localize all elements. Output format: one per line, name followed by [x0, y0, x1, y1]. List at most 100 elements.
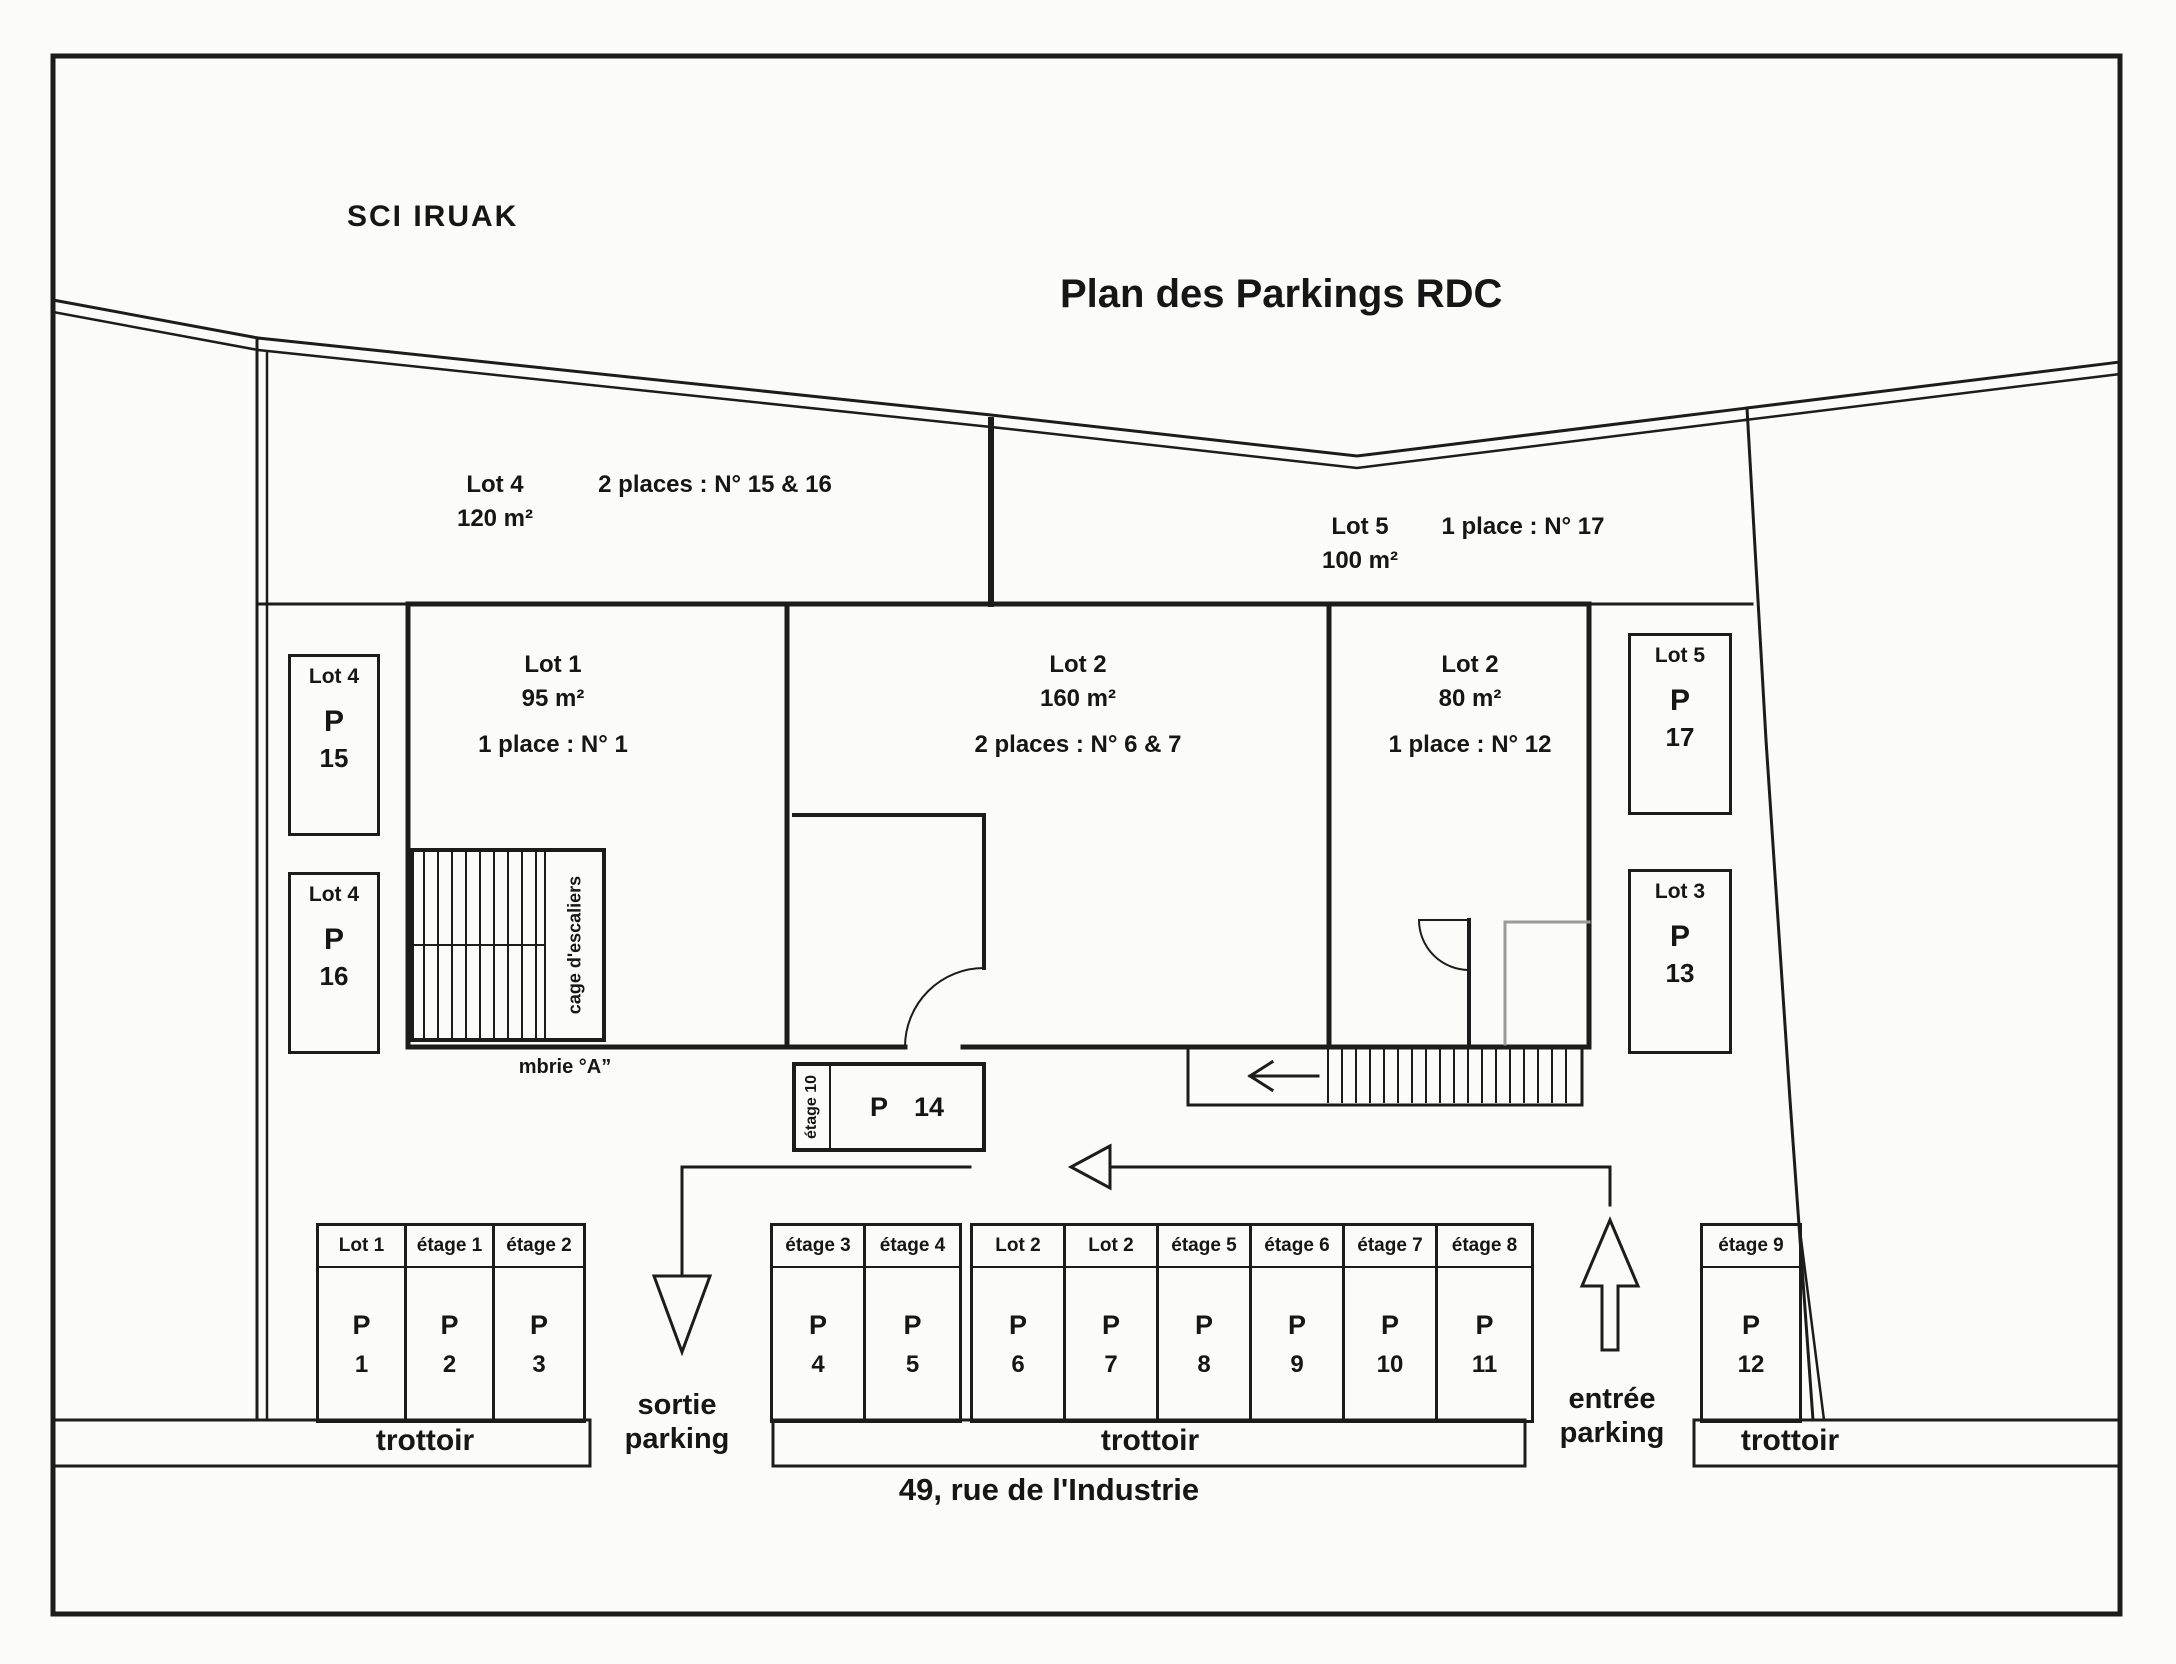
stall-p: P: [1008, 1309, 1027, 1340]
box-lot-label: Lot 5: [1654, 644, 1706, 667]
parking-box-p17: Lot 5 P 17: [1628, 633, 1732, 815]
parking-stall: étage 2 P 3: [495, 1226, 583, 1420]
stall-number: 2: [442, 1350, 457, 1378]
lane-left-arrow-icon: [1067, 1143, 1112, 1191]
stall-label: Lot 2: [1066, 1226, 1156, 1268]
stall-label: Lot 2: [973, 1226, 1063, 1268]
zone-lot5-places: 1 place : N° 17: [1441, 513, 1605, 540]
stairwell: [410, 848, 606, 1042]
stall-number: 12: [1737, 1350, 1765, 1378]
stall-label: étage 5: [1159, 1226, 1249, 1268]
parking-box-p14: P 14: [830, 1064, 984, 1150]
stall-p: P: [903, 1309, 922, 1340]
stall-group-left: Lot 1 P 1 étage 1 P 2 étage 2 P 3: [316, 1223, 586, 1423]
stall-group-center-b: Lot 2 P 6 Lot 2 P 7 étage 5 P 8 étage 6 …: [970, 1223, 1534, 1423]
parking-stall: Lot 1 P 1: [319, 1226, 407, 1420]
box-p-label: P: [323, 923, 344, 956]
lane-line-right: [1108, 1165, 1612, 1207]
zone-area: 100 m²: [1321, 547, 1399, 574]
box-p-label: P: [869, 1091, 888, 1122]
stall-p: P: [1380, 1309, 1399, 1340]
lane-arrows: [651, 1143, 1641, 1357]
box-lot-label: Lot 4: [308, 883, 360, 906]
entrance-arrow-icon: [1579, 1216, 1641, 1352]
zone-area: 95 m²: [521, 685, 585, 712]
parking-box-p15: Lot 4 P 15: [288, 654, 380, 836]
stall-label: étage 3: [773, 1226, 863, 1268]
zone-lot2-center: Lot 2 160 m² 2 places : N° 6 & 7: [938, 648, 1218, 762]
box-p-label: P: [1669, 684, 1690, 717]
stall-label: étage 2: [495, 1226, 583, 1268]
parking-stall: étage 1 P 2: [407, 1226, 495, 1420]
exit-arrow-icon: [651, 1274, 713, 1357]
entrance-label-line2: parking: [1559, 1417, 1665, 1449]
box-p-label: P: [1669, 920, 1690, 953]
stall-label: Lot 1: [319, 1226, 404, 1268]
parking-stall: étage 6 P 9: [1252, 1226, 1345, 1420]
zone-name: Lot 2: [1441, 651, 1499, 678]
stall-p: P: [440, 1309, 459, 1340]
stall-group-center-a: étage 3 P 4 étage 4 P 5: [770, 1223, 962, 1423]
stall-p: P: [1101, 1309, 1120, 1340]
stall-p: P: [352, 1309, 371, 1340]
box-lot-label: Lot 3: [1654, 880, 1706, 903]
plan-frame: [50, 53, 2123, 1617]
zone-places: 1 place : N° 1: [478, 731, 628, 758]
parking-stall: étage 7 P 10: [1345, 1226, 1438, 1420]
stall-number: 10: [1376, 1350, 1404, 1378]
zone-lot1: Lot 1 95 m² 1 place : N° 1: [448, 648, 658, 762]
lane-line-left: [680, 1165, 972, 1278]
zone-name: Lot 1: [524, 651, 582, 678]
parking-stall: Lot 2 P 6: [973, 1226, 1066, 1420]
stairwell-label: cage d'escaliers: [564, 875, 585, 1015]
zone-area: 160 m²: [1039, 685, 1117, 712]
stall-p: P: [1287, 1309, 1306, 1340]
stall-number: 6: [1011, 1350, 1025, 1378]
stairwell-sublabel: mbrie °A”: [518, 1056, 612, 1078]
exit-label-line1: sortie: [637, 1389, 717, 1421]
sidewalk-label-left: trottoir: [375, 1424, 475, 1457]
box-number: 17: [1665, 722, 1695, 752]
zone-lot4-places: 2 places : N° 15 & 16: [598, 471, 832, 498]
stall-p: P: [1741, 1309, 1760, 1340]
stall-group-right: étage 9 P 12: [1700, 1223, 1802, 1423]
zone-lot5-top: Lot 5 100 m²: [1285, 510, 1435, 578]
box-number: 14: [913, 1091, 945, 1122]
parking-stall: étage 8 P 11: [1438, 1226, 1531, 1420]
zone-lot2-right: Lot 2 80 m² 1 place : N° 12: [1345, 648, 1595, 762]
stall-p: P: [1194, 1309, 1213, 1340]
entrance-parking-label: entrée parking: [1524, 1382, 1700, 1450]
zone-lot4-top: Lot 4 120 m²: [415, 468, 575, 536]
box-lot-label: Lot 4: [308, 665, 360, 688]
street-address: 49, rue de l'Industrie: [898, 1472, 1200, 1507]
exit-parking-label: sortie parking: [592, 1388, 762, 1456]
room3-partition: [1417, 918, 1591, 1049]
exit-label-line2: parking: [624, 1423, 730, 1455]
stall-number: 9: [1290, 1350, 1304, 1378]
stall-label: étage 1: [407, 1226, 492, 1268]
room2-partition: [792, 813, 986, 1049]
zone-name: Lot 2: [1049, 651, 1107, 678]
p14-box: [792, 1062, 986, 1152]
entrance-label-line1: entrée: [1568, 1383, 1656, 1415]
zone-area: 80 m²: [1438, 685, 1502, 712]
parking-stall: étage 9 P 12: [1703, 1226, 1799, 1420]
company-name: SCI IRUAK: [347, 200, 519, 233]
stall-label: étage 6: [1252, 1226, 1342, 1268]
zone-name: Lot 5: [1331, 513, 1389, 540]
stall-label: étage 4: [866, 1226, 959, 1268]
stall-number: 4: [811, 1350, 825, 1378]
stall-label: étage 7: [1345, 1226, 1435, 1268]
plan-title: Plan des Parkings RDC: [1060, 272, 1503, 316]
exterior-stairs: [1186, 1045, 1584, 1107]
parking-box-p13: Lot 3 P 13: [1628, 869, 1732, 1054]
stall-number: 7: [1104, 1350, 1118, 1378]
stall-number: 3: [532, 1350, 546, 1378]
stall-p: P: [529, 1309, 548, 1340]
stall-number: 5: [905, 1350, 920, 1378]
parking-stall: Lot 2 P 7: [1066, 1226, 1159, 1420]
parking-stall: étage 5 P 8: [1159, 1226, 1252, 1420]
sidewalk-label-right: trottoir: [1740, 1424, 1840, 1457]
stall-p: P: [1475, 1309, 1494, 1340]
